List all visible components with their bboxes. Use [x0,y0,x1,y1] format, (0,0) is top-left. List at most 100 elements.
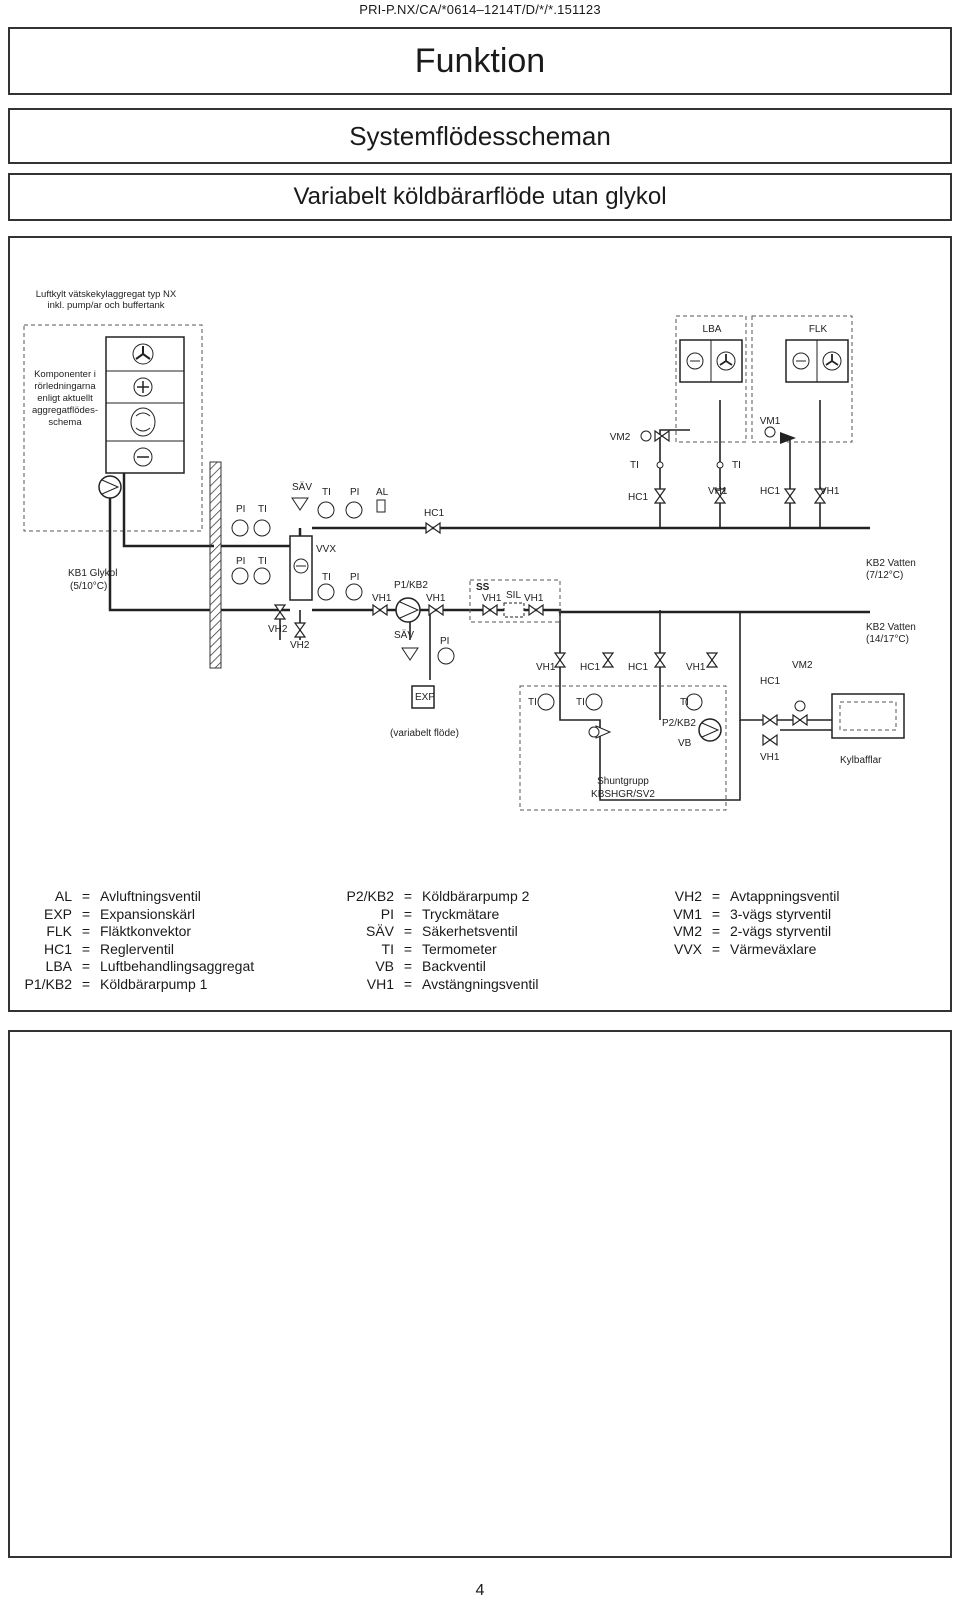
legend-abbr: P1/KB2 [24,975,72,992]
page-subtitle: Systemflödesscheman [349,120,611,151]
legend-row: VH2=Avtappningsventil [650,888,840,906]
strainer-box [469,579,561,623]
legend-row: FLK = Fläktkonvektor [10,923,254,941]
ti-label-6: TI [322,572,331,583]
legend-desc: 2-vägs styrventil [730,923,832,939]
vh1-valve-kyl [762,734,778,746]
legend-eq: = [403,940,413,957]
legend-desc: 3-vägs styrventil [730,905,832,922]
pi-label-1: PI [236,504,245,515]
components-note-5: schema [48,417,82,428]
legend-row: VH1=Avstängningsventil [318,975,539,994]
hc1-valve-kyl [762,714,778,726]
diagram-frame [8,236,952,1012]
vh1-valve-ss-left [482,604,498,616]
hc1-label-shunt-1: HC1 [580,662,600,673]
vh1-valve-shunt-2 [706,652,718,668]
vh2-valve-2 [294,622,306,638]
legend-eq: = [711,923,721,939]
flk-label: FLK [809,324,828,335]
legend-row: P2/KB2=Köldbärarpump 2 [318,888,538,906]
legend-row: SÄV=Säkerhetsventil [318,923,538,941]
aggregate-label-1: Luftkylt vätskekylaggregat typ NX [36,289,177,300]
legend-eq: = [403,923,413,939]
legend-desc: Expansionskärl [100,905,195,922]
legend-row: VVX=Värmeväxlare [650,941,839,959]
safety-valve-2 [401,647,419,661]
legend-abbr: VH2 [674,888,702,904]
legend-abbr: VH1 [366,975,394,992]
expansion-vessel [411,685,435,709]
vh1-label-shunt-2: VH1 [686,662,706,673]
vh2-label-2: VH2 [290,640,310,651]
page-title: Funktion [414,41,546,80]
vh2-label-1: VH2 [268,624,288,635]
legend-eq: = [403,905,413,922]
legend-eq: = [81,975,91,992]
vh1-valve-p1-left [372,604,388,616]
legend-eq: = [403,958,413,974]
vh1-valve-shunt-1 [554,652,566,668]
legend-row: TI=Termometer [318,941,538,959]
legend-abbr: FLK [46,923,72,939]
hc1-label-top-1: HC1 [628,492,648,503]
p1kb2-label: P1/KB2 [394,580,428,591]
legend-desc: Värmeväxlare [730,940,817,957]
vh1-label-top-1: VH1 [708,486,728,497]
vm2-valve-kyl [792,714,808,726]
hc1-valve-1 [654,488,666,504]
vvx-label: VVX [316,544,336,555]
lba-label: LBA [703,324,722,335]
legend-desc: Avluftningsventil [100,888,201,904]
kylbafflar-unit [831,693,905,739]
legend-abbr: HC1 [43,940,72,957]
p2kb2-label: P2/KB2 [662,718,696,729]
page-number: 4 [475,1582,485,1599]
vh1-valve-ss-right [528,604,544,616]
legend-eq: = [403,888,413,904]
vm2-label-top: VM2 [610,432,631,443]
legend-abbr: AL [54,888,72,904]
vb-label: VB [678,738,692,749]
vh1-label-ss-left: VH1 [482,593,502,604]
kb1-pipes [108,473,214,612]
vh1-label-top-2: VH1 [820,486,840,497]
safety-valve-1 [291,497,309,511]
lba-unit [675,315,747,443]
legend-desc: Fläktkonvektor [100,923,192,939]
legend-desc: Köldbärarpump 1 [100,975,208,992]
pi-gauge-exp [437,647,455,665]
legend-abbr: P2/KB2 [346,888,394,904]
vh1-label-p1-left: VH1 [372,593,392,604]
legend-row: LBA=Luftbehandlingsaggregat [10,958,255,976]
legend-desc: Säkerhetsventil [422,923,518,939]
section-title-box: Variabelt köldbärarflöde utan glykol [8,173,952,221]
vh2-valve-1 [274,604,286,620]
shunt-group-box [519,685,727,811]
legend-eq: = [81,940,91,957]
shunt-label-2: KBSHGR/SV2 [591,789,655,800]
legend-abbr: VVX [673,940,702,957]
legend-eq: = [711,888,721,904]
legend-eq: = [403,975,413,992]
kb2-supply-label-2: (7/12°C) [866,570,903,581]
aggregate-outline [23,324,203,532]
ti-label-1: TI [630,460,639,471]
legend-eq: = [711,905,721,922]
sav-label-1: SÄV [292,481,312,493]
legend-abbr: VB [375,958,394,974]
legend-row: PI=Tryckmätare [318,906,538,924]
legend-eq: = [81,923,91,939]
sil-strainer [503,602,525,618]
ti-gauges-top [656,461,724,469]
al-label: AL [376,487,389,498]
shunt-label-1: Shuntgrupp [597,776,649,787]
vm2-label-kyl: VM2 [792,660,813,671]
vh1-label-shunt-1: VH1 [536,662,556,673]
kb2-supply-label-1: KB2 Vatten [866,558,916,569]
subtitle-box: Systemflödesscheman [8,108,952,164]
secondary-pipes [279,400,832,801]
flk-unit [751,315,853,443]
hc1-label-top-2: HC1 [760,486,780,497]
